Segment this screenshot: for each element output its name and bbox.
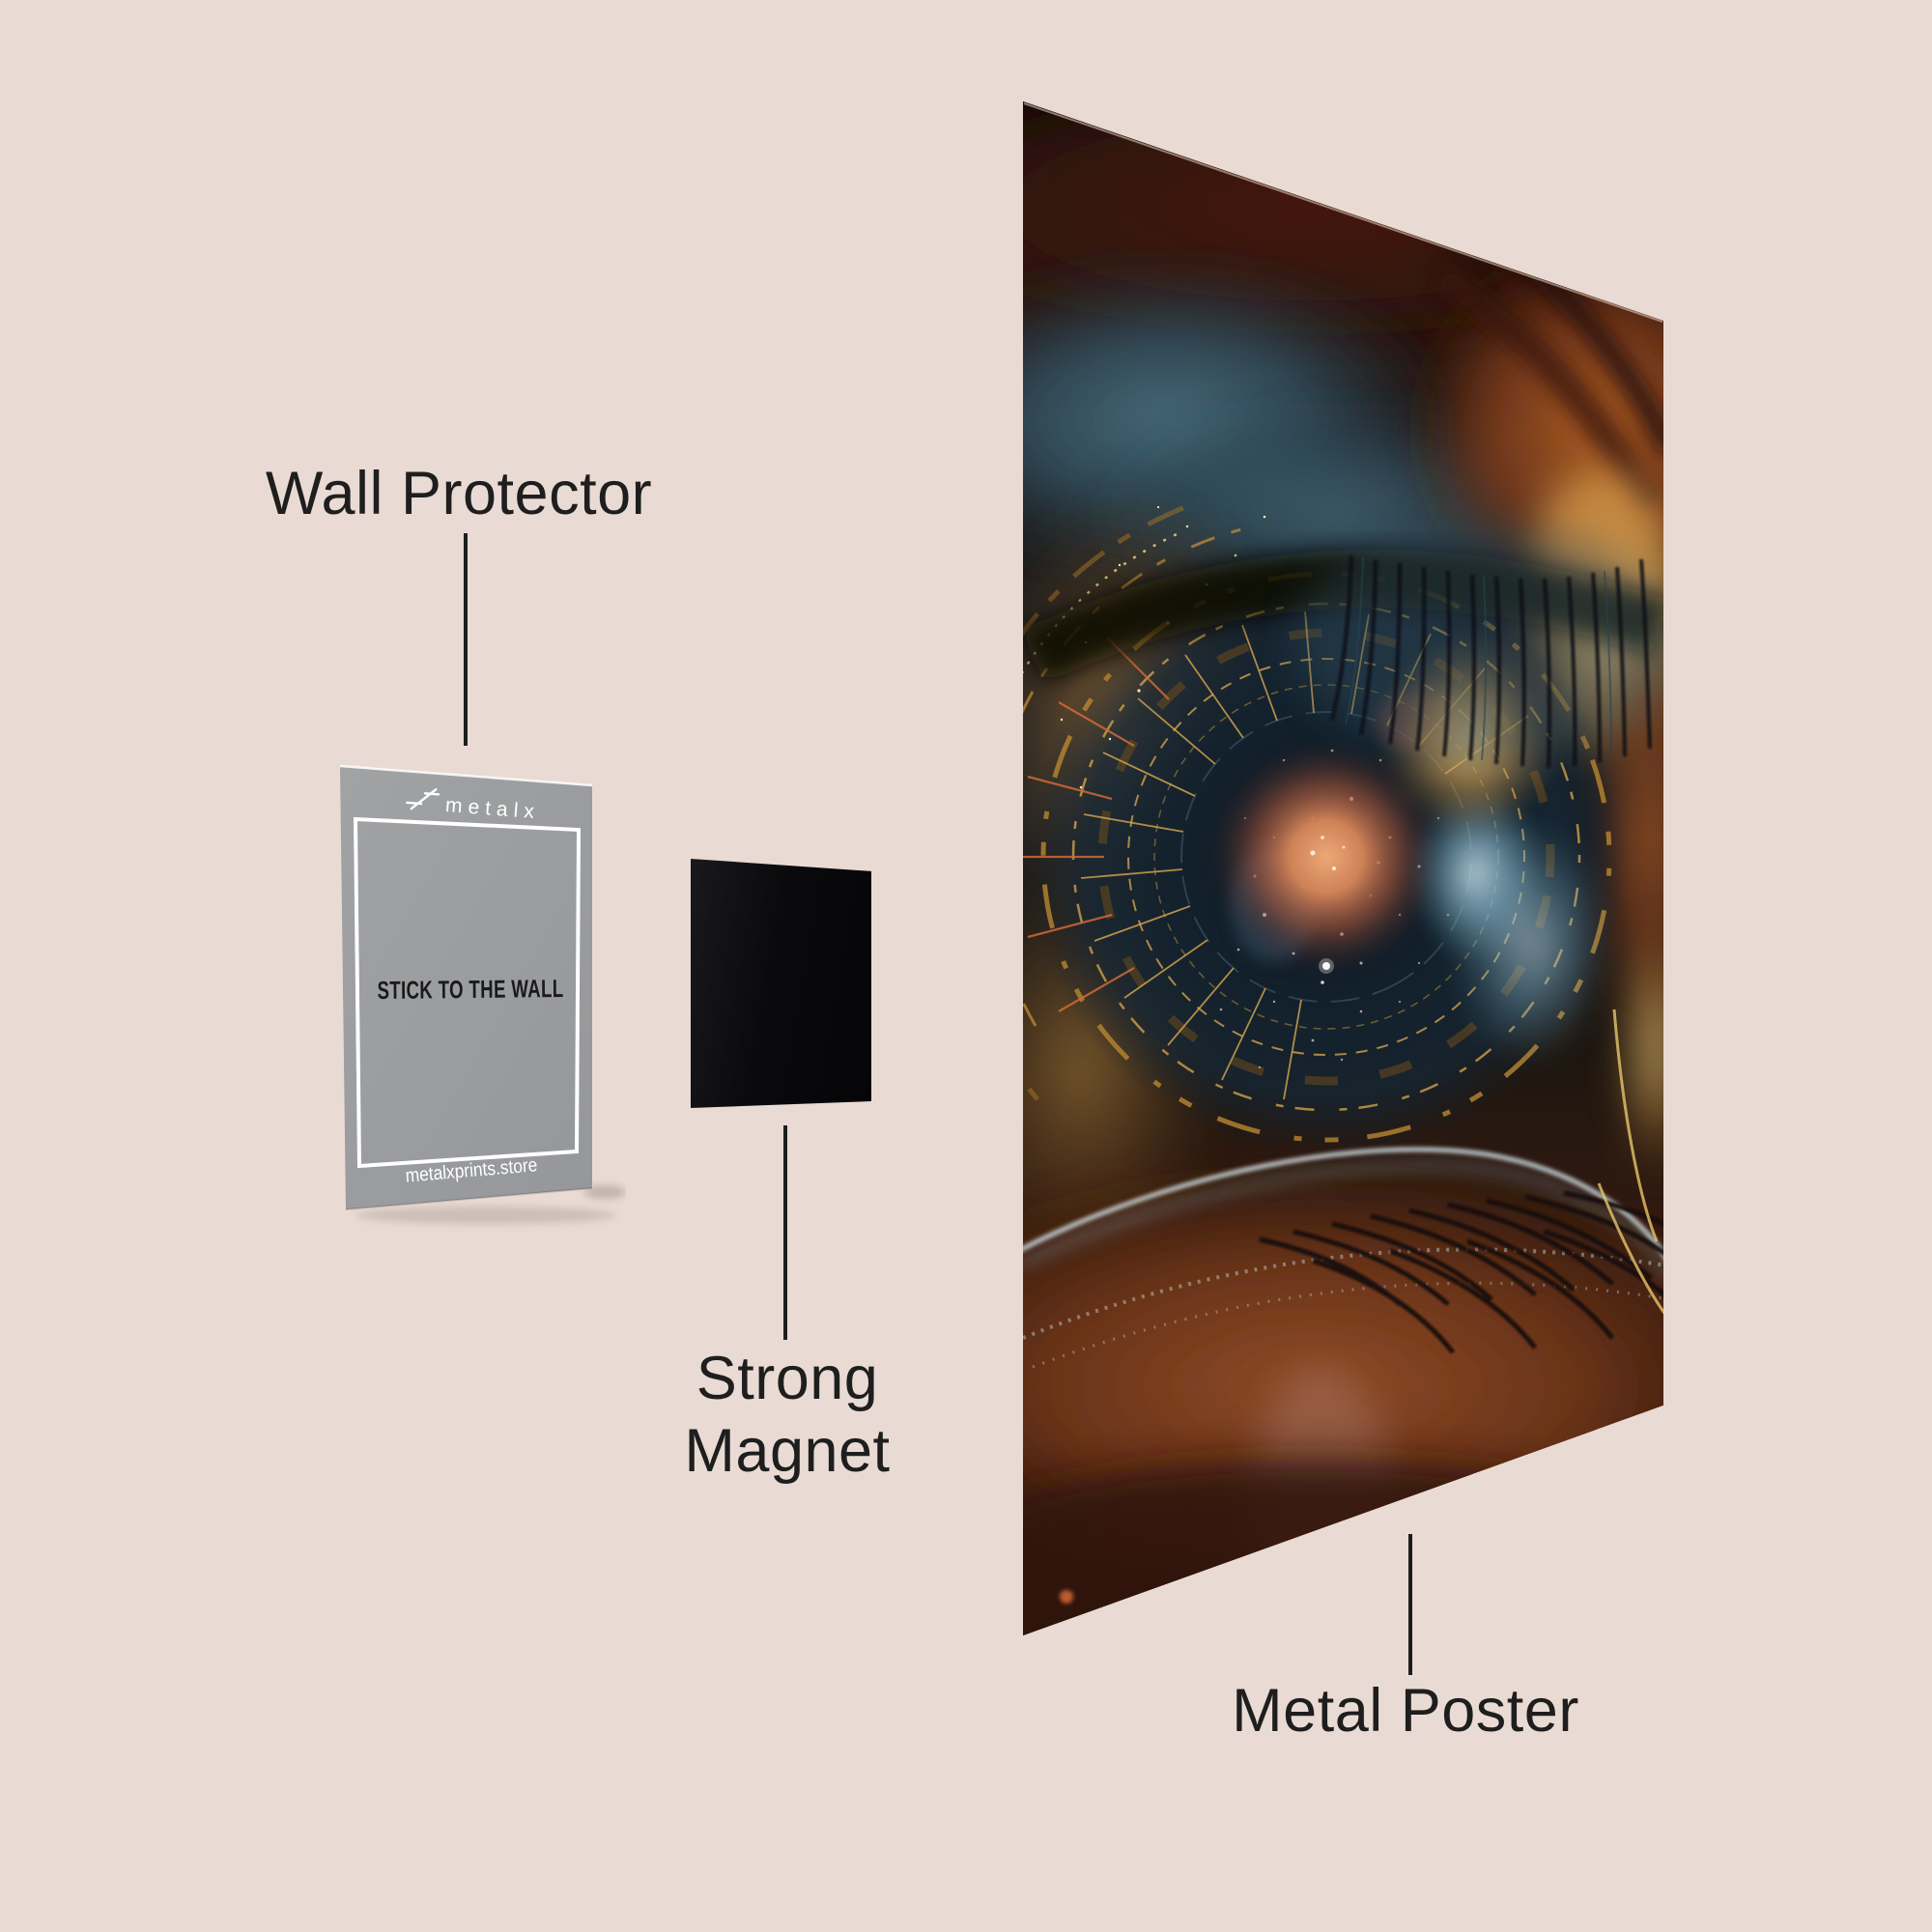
wall-protector-card: metalx STICK TO THE WALL metalxprints.st… bbox=[339, 764, 626, 1224]
upper-eyelashes bbox=[1330, 554, 1652, 769]
card-face bbox=[340, 766, 592, 1209]
lower-eyelashes bbox=[1259, 1190, 1663, 1354]
metalx-logo-icon bbox=[405, 787, 440, 810]
label-metal-poster: Metal Poster bbox=[1232, 1677, 1579, 1745]
iris-spikes-orange bbox=[1023, 638, 1170, 1012]
card-top-edge bbox=[339, 764, 593, 787]
card-inner-border bbox=[353, 816, 582, 1169]
leader-line-strong-magnet bbox=[783, 1125, 787, 1340]
label-wall-protector: Wall Protector bbox=[265, 460, 653, 527]
poster-top-edge bbox=[1023, 102, 1663, 323]
pupil-sparkle-cluster bbox=[1310, 836, 1346, 870]
leader-line-metal-poster bbox=[1408, 1534, 1412, 1675]
eye-artwork bbox=[1023, 101, 1663, 1635]
pupil-glow bbox=[1206, 736, 1447, 978]
label-strong-magnet: Strong Magnet bbox=[497, 1343, 1077, 1488]
leader-line-wall-protector bbox=[464, 533, 468, 746]
label-strong-magnet-line2: Magnet bbox=[684, 1417, 891, 1485]
metal-poster bbox=[1023, 101, 1663, 1635]
card-shadow bbox=[355, 1207, 616, 1224]
label-strong-magnet-line1: Strong bbox=[696, 1345, 879, 1412]
stick-to-wall-message: STICK TO THE WALL bbox=[377, 974, 563, 1005]
strong-magnet-square bbox=[691, 859, 871, 1108]
